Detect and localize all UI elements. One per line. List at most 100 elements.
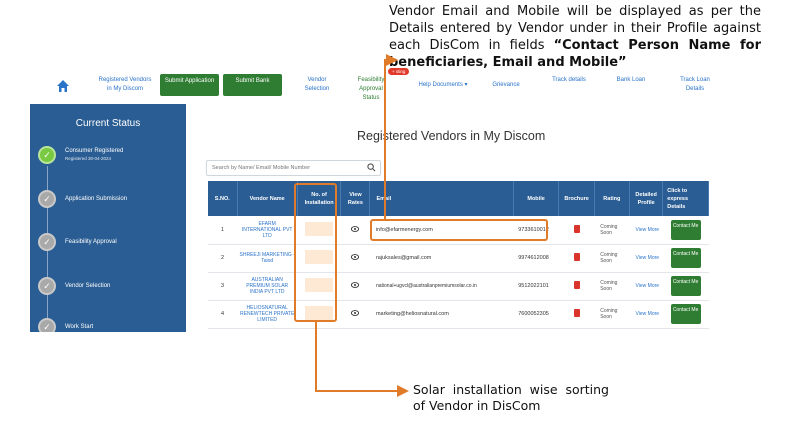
col-sno: S.NO. [208, 181, 238, 216]
nav-vendor-selection[interactable]: Vendor Selection [304, 77, 330, 92]
installation-sorting-callout: Solar installation wise sorting of Vendo… [413, 382, 609, 413]
table-row: 4 HELIOSNATURAL RENEWTECH PRIVATE LIMITE… [208, 300, 709, 329]
table-header-row: S.NO. Vendor Name No. of Installation Vi… [208, 181, 709, 216]
submit-bank-button[interactable]: Submit Bank [223, 74, 282, 96]
col-installations[interactable]: No. of Installation [297, 181, 342, 216]
col-express: Click to express Details [662, 181, 709, 216]
col-brochure: Brochure [558, 181, 595, 216]
email-mobile-callout: Vendor Email and Mobile will be displaye… [389, 4, 761, 70]
home-icon[interactable] [56, 79, 70, 93]
view-more-link[interactable]: View More [629, 300, 663, 329]
cell-mobile: 7600052305 [513, 300, 559, 329]
pdf-icon[interactable] [573, 281, 580, 289]
arrow-to-email-callout [384, 54, 398, 219]
cell-installations [297, 300, 341, 329]
cell-email: national+ugvcl@australianpremiumsolar.co… [369, 272, 514, 301]
col-detailed-profile: Detailed Profile [629, 181, 664, 216]
search-icon[interactable] [367, 163, 376, 172]
check-icon: ✓ [38, 233, 56, 251]
cell-view-rates[interactable] [340, 272, 370, 301]
eye-icon[interactable] [351, 310, 360, 316]
cell-sno: 3 [208, 272, 238, 301]
pdf-icon[interactable] [573, 309, 580, 317]
step-label: Feasibility Approval [65, 239, 117, 245]
view-more-link[interactable]: View More [629, 244, 663, 273]
cell-sno: 1 [208, 216, 238, 245]
cell-brochure[interactable] [558, 244, 595, 273]
installation-count [305, 278, 334, 292]
eye-icon[interactable] [351, 282, 360, 288]
nav-grievance[interactable]: Grievance [492, 82, 520, 88]
vendor-name-link[interactable]: EFARM INTERNATIONAL PVT LTD [237, 216, 298, 245]
cell-brochure[interactable] [558, 216, 595, 245]
cell-installations [297, 216, 341, 245]
col-email: Email [369, 181, 514, 216]
table-row: 2 SHREEJI MARKETING - Taiod rajuksales@g… [208, 244, 709, 273]
page-title: Registered Vendors in My Discom [357, 129, 546, 143]
cell-rating: Coming Soon [594, 300, 630, 329]
step-label: Vendor Selection [65, 283, 111, 289]
installation-count [305, 306, 334, 320]
eye-icon[interactable] [351, 254, 360, 260]
step-vendor-selection: ✓ Vendor Selection [38, 277, 110, 295]
col-view-rates: View Rates [340, 181, 371, 216]
vendor-name-link[interactable]: SHREEJI MARKETING - Taiod [237, 244, 298, 273]
submit-application-button[interactable]: Submit Application [160, 74, 219, 96]
cell-installations [297, 244, 341, 273]
step-work-start: ✓ Work Start [38, 318, 93, 332]
cell-contact: Contact Me [662, 244, 709, 273]
cell-rating: Coming Soon [594, 272, 630, 301]
col-mobile: Mobile [513, 181, 560, 216]
cell-brochure[interactable] [558, 300, 595, 329]
cell-email: marketing@heliosnatural.com [369, 300, 514, 329]
nav-feasibility-approval[interactable]: Feasibility Approval Status [357, 77, 385, 101]
check-icon: ✓ [38, 146, 56, 164]
cell-view-rates[interactable] [340, 216, 370, 245]
arrow-to-sorting-callout [315, 322, 409, 397]
step-label: Application Submission [65, 196, 128, 202]
nav-bank-loan[interactable]: Bank Loan [616, 77, 646, 83]
eye-icon[interactable] [351, 225, 360, 232]
notification-badge: + sting [388, 68, 410, 75]
pdf-icon[interactable] [573, 253, 580, 261]
nav-help-documents[interactable]: Help Documents ▾ [418, 82, 468, 88]
check-icon: ✓ [38, 190, 56, 208]
step-sub: Registered 30-04-2024 [65, 156, 112, 161]
check-icon: ✓ [38, 318, 56, 332]
cell-contact: Contact Me [662, 272, 709, 301]
installation-column-highlight [294, 183, 337, 322]
cell-rating: Coming Soon [594, 216, 630, 245]
cell-contact: Contact Me [662, 216, 709, 245]
step-application-submission: ✓ Application Submission [38, 190, 127, 208]
vendor-name-link[interactable]: AUSTRALIAN PREMIUM SOLAR INDIA PVT LTD [237, 272, 298, 301]
cell-installations [297, 272, 341, 301]
email-mobile-highlight [370, 219, 548, 241]
cell-email: rajuksales@gmail.com [369, 244, 514, 273]
contact-me-button[interactable]: Contact Me [670, 304, 701, 324]
cell-sno: 2 [208, 244, 238, 273]
table-row: 3 AUSTRALIAN PREMIUM SOLAR INDIA PVT LTD… [208, 272, 709, 301]
view-more-link[interactable]: View More [629, 216, 663, 245]
vendor-name-link[interactable]: HELIOSNATURAL RENEWTECH PRIVATE LIMITED [237, 300, 298, 329]
cell-brochure[interactable] [558, 272, 595, 301]
nav-track-details[interactable]: Track details [552, 77, 586, 83]
installation-count [305, 221, 334, 236]
nav-registered-vendors[interactable]: Registered Vendors in My Discom [98, 77, 152, 92]
step-label: Work Start [65, 324, 94, 330]
check-icon: ✓ [38, 277, 56, 295]
contact-me-button[interactable]: Contact Me [670, 248, 701, 268]
step-label: Consumer Registered [65, 148, 124, 154]
search-input[interactable] [206, 160, 381, 176]
nav-track-loan-details[interactable]: Track Loan Details [680, 77, 710, 92]
view-more-link[interactable]: View More [629, 272, 663, 301]
contact-me-button[interactable]: Contact Me [670, 276, 701, 296]
cell-view-rates[interactable] [340, 244, 370, 273]
top-navbar: Registered Vendors in My Discom Submit A… [40, 72, 730, 102]
cell-rating: Coming Soon [594, 244, 630, 273]
contact-me-button[interactable]: Contact Me [670, 219, 701, 240]
cell-view-rates[interactable] [340, 300, 370, 329]
cell-contact: Contact Me [662, 300, 709, 329]
pdf-icon[interactable] [573, 224, 580, 233]
